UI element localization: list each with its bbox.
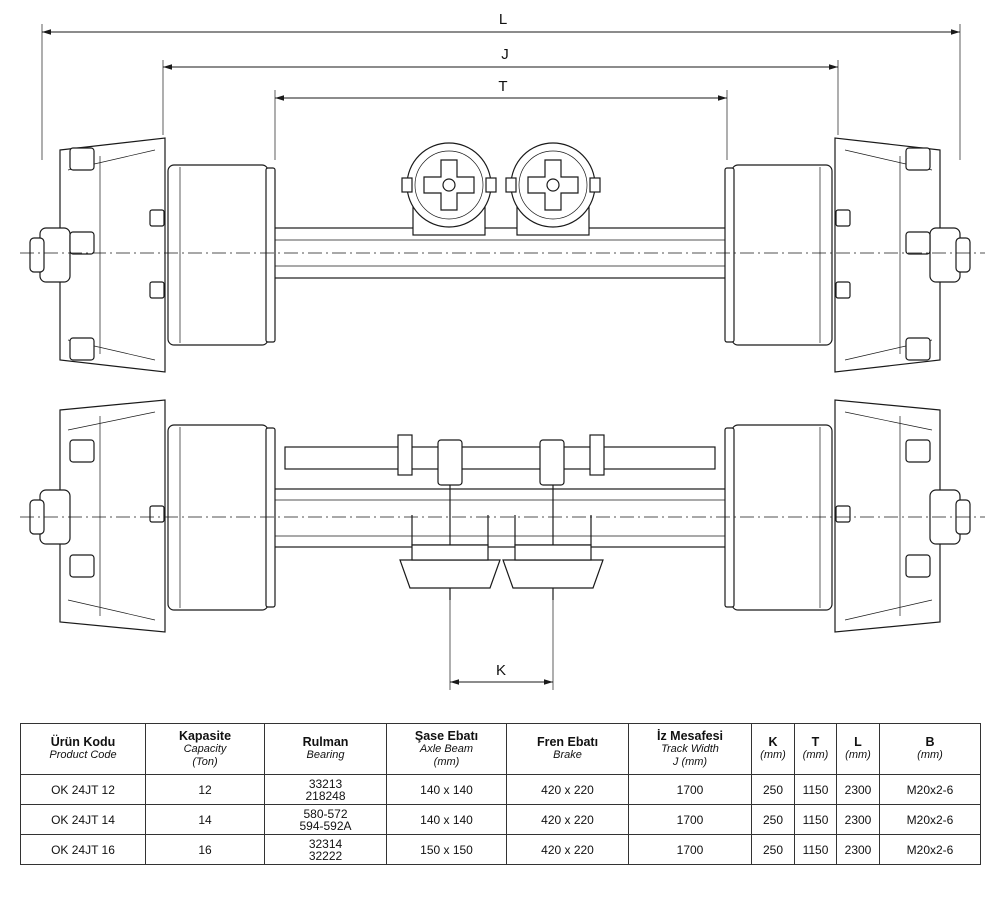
cell-k: 250 xyxy=(751,774,795,805)
column-header-subtitle: Bearing xyxy=(306,749,345,761)
cell-beam: 140 x 140 xyxy=(386,804,507,835)
column-header-subtitle: (mm) xyxy=(845,749,871,761)
cell-brake: 420 x 220 xyxy=(506,834,629,865)
axle-top-view xyxy=(20,137,985,373)
column-header-subtitle: Product Code xyxy=(49,749,117,761)
dimension-l: L xyxy=(41,11,961,160)
cell-k: 250 xyxy=(751,834,795,865)
column-header-title: İz Mesafesi xyxy=(656,728,723,743)
axle-technical-drawing: L J T xyxy=(20,11,985,690)
column-header-subtitle: (mm) xyxy=(802,749,829,761)
column-header-title: L xyxy=(854,735,862,749)
column-header-l: L(mm) xyxy=(836,723,880,775)
column-header-title: Fren Ebatı xyxy=(536,735,599,749)
column-header-subtitle: (mm) xyxy=(433,755,460,768)
cell-capacity: 12 xyxy=(145,774,265,805)
cell-b: M20x2-6 xyxy=(879,804,981,835)
cell-b: M20x2-6 xyxy=(879,774,981,805)
cell-l: 2300 xyxy=(836,834,880,865)
cell-k: 250 xyxy=(751,804,795,835)
column-header-title: T xyxy=(811,735,820,749)
cell-brake: 420 x 220 xyxy=(506,804,629,835)
column-header-title: Ürün Kodu xyxy=(50,735,116,749)
wheel-stud xyxy=(69,439,165,578)
wheel-stud xyxy=(835,147,931,361)
cell-t: 1150 xyxy=(794,774,837,805)
cell-code: OK 24JT 14 xyxy=(20,804,146,835)
cell-l: 2300 xyxy=(836,774,880,805)
cell-capacity: 14 xyxy=(145,804,265,835)
cell-brake: 420 x 220 xyxy=(506,774,629,805)
dimension-l-label: L xyxy=(499,11,507,28)
brake-chamber xyxy=(502,439,604,600)
brake-chamber xyxy=(505,142,601,236)
wheel-stud xyxy=(69,147,165,361)
column-header-title: B xyxy=(925,735,935,749)
brake-chamber xyxy=(399,439,501,600)
brake-chamber xyxy=(401,142,497,236)
cell-track: 1700 xyxy=(628,774,752,805)
cell-beam: 140 x 140 xyxy=(386,774,507,805)
cell-beam: 150 x 150 xyxy=(386,834,507,865)
column-header-title: Rulman xyxy=(302,735,349,749)
column-header-subtitle: (mm) xyxy=(917,749,943,761)
cell-code: OK 24JT 12 xyxy=(20,774,146,805)
cell-t: 1150 xyxy=(794,834,837,865)
column-header-subtitle: J (mm) xyxy=(672,755,708,768)
column-header-subtitle: Capacity xyxy=(183,742,227,755)
wheel-stud xyxy=(835,439,931,578)
cell-l: 2300 xyxy=(836,804,880,835)
cell-b: M20x2-6 xyxy=(879,834,981,865)
dimension-k: K xyxy=(449,600,554,690)
cell-capacity: 16 xyxy=(145,834,265,865)
column-header-subtitle: Track Width xyxy=(661,742,719,755)
column-header-subtitle: Brake xyxy=(553,749,582,761)
dimension-t: T xyxy=(274,78,728,160)
column-header-k: K(mm) xyxy=(751,723,795,775)
cell-t: 1150 xyxy=(794,804,837,835)
dimension-j: J xyxy=(162,46,839,135)
column-header-subtitle: (Ton) xyxy=(192,755,218,768)
cell-track: 1700 xyxy=(628,834,752,865)
column-header-title: Kapasite xyxy=(178,728,232,743)
cell-code: OK 24JT 16 xyxy=(20,834,146,865)
dimension-t-label: T xyxy=(498,78,507,95)
column-header-title: Şase Ebatı xyxy=(414,728,479,743)
dimension-j-label: J xyxy=(501,46,509,63)
column-header-title: K xyxy=(768,735,778,749)
column-header-subtitle: Axle Beam xyxy=(419,742,474,755)
axle-front-view xyxy=(20,399,985,633)
column-header-t: T(mm) xyxy=(794,723,837,775)
column-header-b: B(mm) xyxy=(879,723,981,775)
dimension-k-label: K xyxy=(496,662,506,679)
cell-track: 1700 xyxy=(628,804,752,835)
column-header-subtitle: (mm) xyxy=(760,749,786,761)
